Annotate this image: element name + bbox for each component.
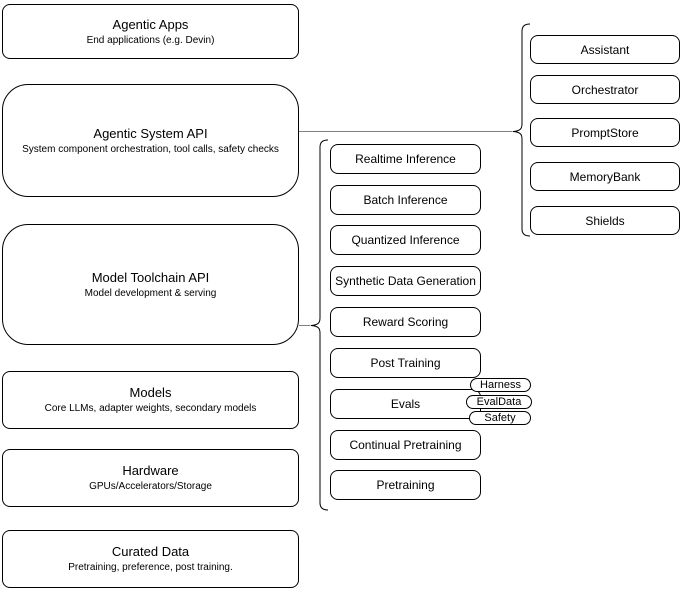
node-title: Agentic System API: [93, 125, 208, 141]
node-post-training: Post Training: [330, 348, 481, 378]
node-subtitle: System component orchestration, tool cal…: [22, 143, 279, 155]
node-title: Model Toolchain API: [91, 269, 210, 285]
node-orchestrator: Orchestrator: [530, 75, 680, 104]
brace-system-components-icon: [512, 23, 531, 237]
node-quantized-inference: Quantized Inference: [330, 225, 481, 255]
node-hardware: Hardware GPUs/Accelerators/Storage: [2, 449, 299, 507]
node-title: Models: [129, 385, 172, 400]
node-subtitle: Core LLMs, adapter weights, secondary mo…: [44, 403, 257, 414]
tag-evaldata: EvalData: [466, 395, 532, 409]
node-model-toolchain-api: Model Toolchain API Model development & …: [2, 224, 299, 345]
brace-toolchain-icon: [310, 139, 329, 511]
node-models: Models Core LLMs, adapter weights, secon…: [2, 371, 299, 429]
node-assistant: Assistant: [530, 35, 680, 64]
node-synthetic-data-generation: Synthetic Data Generation: [330, 266, 481, 296]
node-title: Agentic Apps: [112, 16, 189, 32]
node-evals: Evals: [330, 389, 481, 419]
node-pretraining: Pretraining: [330, 470, 481, 500]
node-agentic-system-api: Agentic System API System component orch…: [2, 84, 299, 197]
node-title: Hardware: [122, 463, 179, 478]
node-curated-data: Curated Data Pretraining, preference, po…: [2, 530, 299, 588]
node-promptstore: PromptStore: [530, 118, 680, 147]
node-subtitle: GPUs/Accelerators/Storage: [89, 481, 212, 492]
node-subtitle: End applications (e.g. Devin): [86, 34, 215, 46]
tag-safety: Safety: [469, 411, 531, 425]
node-reward-scoring: Reward Scoring: [330, 307, 481, 337]
node-title: Curated Data: [111, 544, 190, 559]
node-continual-pretraining: Continual Pretraining: [330, 430, 481, 460]
node-realtime-inference: Realtime Inference: [330, 144, 481, 174]
node-subtitle: Model development & serving: [84, 287, 217, 299]
node-agentic-apps: Agentic Apps End applications (e.g. Devi…: [2, 4, 299, 59]
node-subtitle: Pretraining, preference, post training.: [68, 562, 233, 573]
tag-harness: Harness: [470, 378, 531, 392]
node-shields: Shields: [530, 206, 680, 235]
node-memorybank: MemoryBank: [530, 162, 680, 191]
node-batch-inference: Batch Inference: [330, 185, 481, 215]
